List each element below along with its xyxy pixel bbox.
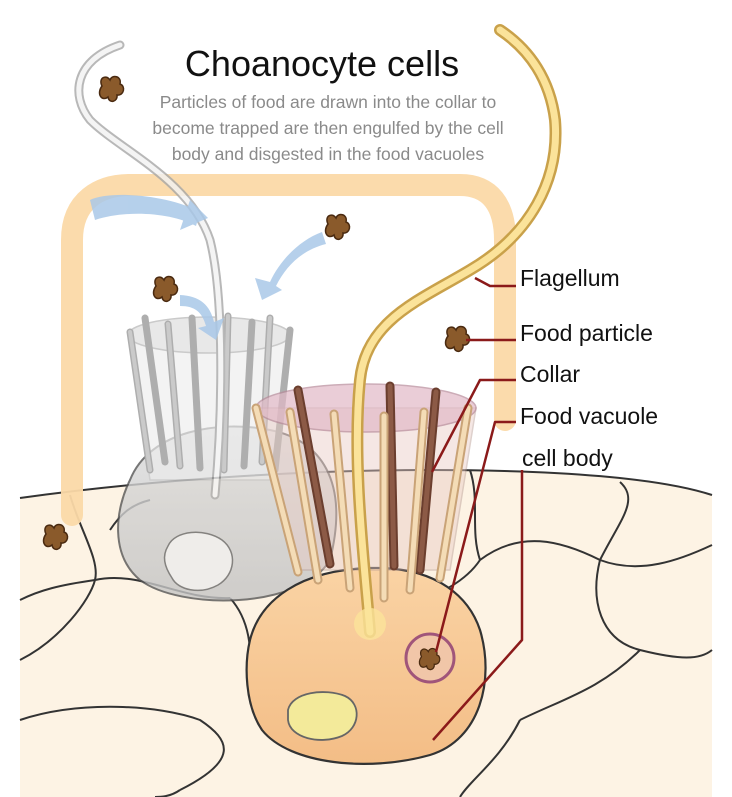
label-food-vacuole: Food vacuole [520,403,658,429]
subtitle-line-1: Particles of food are drawn into the col… [160,92,497,112]
label-food-particle: Food particle [520,320,653,346]
subtitle-line-3: body and disgested in the food vacuoles [172,144,485,164]
label-flagellum: Flagellum [520,265,620,291]
food-particle-icon [324,213,351,241]
food-particle-icon [444,325,471,353]
water-flow-arrows [90,194,326,340]
food-particle-icon [152,275,179,303]
label-collar: Collar [520,361,580,387]
canal-loop [61,174,516,526]
diagram-title: Choanocyte cells [185,43,459,84]
subtitle-line-2: become trapped are then engulfed by the … [152,118,503,138]
food-particle-icon [98,75,125,103]
label-cell-body: cell body [522,445,613,471]
main-choanocyte [245,24,562,765]
background-choanocyte [74,40,338,602]
leader-lines [430,276,524,741]
